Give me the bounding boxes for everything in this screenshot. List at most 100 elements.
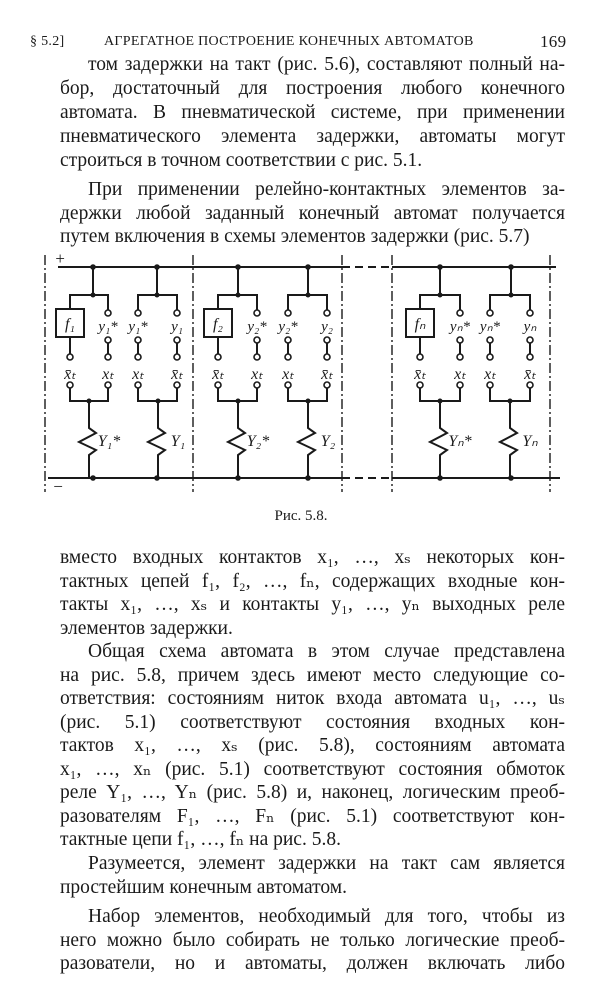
relay-coil xyxy=(145,401,167,478)
wire xyxy=(511,294,531,310)
contact-terminal xyxy=(173,381,181,389)
contact-terminal xyxy=(323,336,331,344)
input-contact-label: xₜ xyxy=(250,366,263,383)
para4-line: на рис. 5.8, причем здесь имеют место сл… xyxy=(60,664,565,686)
junction-node xyxy=(305,292,311,298)
figure-caption: Рис. 5.8. xyxy=(274,508,328,524)
para4-line: разователям F₁, …, Fₙ (рис. 5.1) соответ… xyxy=(60,805,565,827)
minus-terminal-label: − xyxy=(52,477,63,496)
relay-coil-label: Y₁* xyxy=(98,433,120,450)
wire xyxy=(419,267,441,310)
input-contact-label: x̄ₜ xyxy=(320,366,333,383)
contact-label: y₂* xyxy=(276,319,298,335)
para4-line: (рис. 5.1) соответствуют состояния входн… xyxy=(60,711,565,733)
para4-line: x₁, …, xₙ (рис. 5.1) соответствуют состо… xyxy=(60,758,565,780)
junction-node xyxy=(235,292,241,298)
para4-line: тактов x₁, …, xₛ (рис. 5.8), состояниям … xyxy=(60,735,565,756)
relay-coil xyxy=(497,401,519,478)
input-contact-label: x̄ₜ xyxy=(170,366,183,383)
contact-label: y₂ xyxy=(319,319,333,335)
contact-terminal xyxy=(134,309,142,317)
wire xyxy=(308,294,328,310)
contact-terminal xyxy=(173,309,181,317)
contact-terminal xyxy=(253,381,261,389)
wire xyxy=(287,267,309,310)
para4-line: Общая схема автомата в этом случае предс… xyxy=(88,641,565,662)
plus-terminal-label: + xyxy=(54,249,65,268)
running-head-section: § 5.2] xyxy=(30,34,65,49)
contact-terminal xyxy=(214,381,222,389)
wire xyxy=(217,267,239,310)
contact-terminal xyxy=(284,309,292,317)
relay-coil-label: Y₂ xyxy=(321,433,336,450)
para2-line: При применении релейно-контактных элемен… xyxy=(88,179,565,200)
contact-terminal xyxy=(456,381,464,389)
contact-terminal xyxy=(486,353,494,361)
relay-coil xyxy=(225,401,247,478)
relay-coil-label: Y₁ xyxy=(171,433,185,450)
contact-terminal xyxy=(284,336,292,344)
contact-terminal xyxy=(66,353,74,361)
para6-line: разователи, но и автоматы, должен включа… xyxy=(60,953,565,974)
relay-coil-label: Yₙ* xyxy=(448,433,471,450)
para4-line: реле Y₁, …, Yₙ (рис. 5.8) и, наконец, ло… xyxy=(60,782,565,803)
input-contact-label: xₜ xyxy=(453,366,466,383)
contact-label: yₙ* xyxy=(478,319,501,335)
contact-label: y₁* xyxy=(126,319,148,335)
wire xyxy=(157,294,178,310)
wire xyxy=(137,267,158,310)
input-contact-label: x̄ₜ xyxy=(523,366,536,383)
wire xyxy=(238,294,258,310)
contact-terminal xyxy=(526,309,534,317)
para3-line: тактных цепей f₁, f₂, …, fₙ, содержащих … xyxy=(60,570,565,592)
relay-coil xyxy=(427,401,449,478)
contact-terminal xyxy=(214,353,222,361)
wire xyxy=(440,294,461,310)
para3-line: элементов задержки. xyxy=(60,617,233,639)
wire xyxy=(69,267,94,310)
contact-label: yₙ xyxy=(522,319,538,335)
logic-block-label: f₂ xyxy=(213,316,223,333)
contact-terminal xyxy=(323,353,331,361)
contact-terminal xyxy=(134,336,142,344)
input-contact-label: xₜ xyxy=(483,366,496,383)
junction-node xyxy=(90,292,96,298)
wire xyxy=(489,267,512,310)
junction-node xyxy=(508,292,514,298)
contact-label: yₙ* xyxy=(448,319,471,335)
contact-terminal xyxy=(104,309,112,317)
para6-line: Набор элементов, необходимый для того, ч… xyxy=(88,906,565,927)
contact-terminal xyxy=(456,336,464,344)
contact-terminal xyxy=(526,336,534,344)
contact-terminal xyxy=(486,336,494,344)
junction-node xyxy=(154,292,160,298)
contact-terminal xyxy=(323,381,331,389)
contact-terminal xyxy=(104,381,112,389)
para4-line: ответствия: состояниям ниток входа автом… xyxy=(60,688,565,709)
contact-terminal xyxy=(66,381,74,389)
junction-node xyxy=(90,475,96,481)
input-contact-label: xₜ xyxy=(281,366,294,383)
contact-terminal xyxy=(416,353,424,361)
contact-terminal xyxy=(253,309,261,317)
input-contact-label: x̄ₜ xyxy=(413,366,426,383)
relay-coil xyxy=(76,401,98,478)
contact-terminal xyxy=(173,353,181,361)
logic-block-label: f₁ xyxy=(65,316,75,333)
wire xyxy=(93,294,109,310)
running-head-title: АГРЕГАТНОЕ ПОСТРОЕНИЕ КОНЕЧНЫХ АВТОМАТОВ xyxy=(104,34,474,49)
input-contact-label: x̄ₜ xyxy=(63,366,76,383)
contact-label: y₁* xyxy=(96,319,118,335)
para6-line: него можно было собирать не только логич… xyxy=(60,929,565,951)
input-contact-label: xₜ xyxy=(101,366,114,383)
contact-label: y₁ xyxy=(169,319,183,335)
relay-coil-label: Y₂* xyxy=(247,433,269,450)
para2-line: путем включения в схемы элементов задерж… xyxy=(60,226,530,247)
contact-terminal xyxy=(456,353,464,361)
contact-terminal xyxy=(323,309,331,317)
contact-terminal xyxy=(284,353,292,361)
contact-terminal xyxy=(253,353,261,361)
contact-terminal xyxy=(526,381,534,389)
para5-line: Разумеется, элемент задержки на такт сам… xyxy=(88,853,565,874)
para3-line: такты x₁, …, xₛ и контакты y₁, …, yₙ вых… xyxy=(60,594,565,615)
